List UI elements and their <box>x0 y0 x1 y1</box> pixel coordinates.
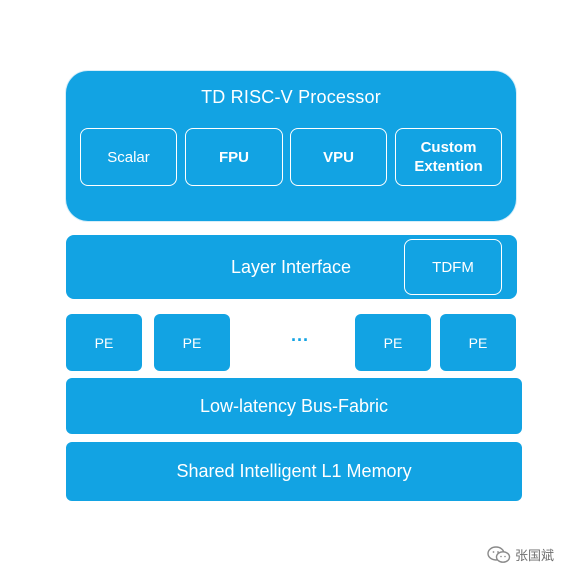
fpu-unit: FPU <box>185 128 283 186</box>
scalar-unit: Scalar <box>80 128 177 186</box>
processor-block: TD RISC-V Processor Scalar FPU VPU Custo… <box>66 71 516 221</box>
pe-block: PE <box>355 314 431 371</box>
vpu-unit: VPU <box>290 128 387 186</box>
watermark-text: 张国斌 <box>515 549 555 564</box>
layer-interface-label: Layer Interface <box>230 256 352 277</box>
watermark: 张国斌 <box>487 545 554 564</box>
shared-memory-block: Shared Intelligent L1 Memory <box>66 442 522 501</box>
tdfm-block: TDFM <box>404 239 502 295</box>
bus-fabric-block: Low-latency Bus-Fabric <box>66 378 522 434</box>
pe-block: PE <box>440 314 516 371</box>
pe-block: PE <box>66 314 142 371</box>
pe-ellipsis: ··· <box>291 330 309 350</box>
custom-extension-unit: Custom Extention <box>395 128 502 186</box>
processor-title: TD RISC-V Processor <box>201 87 381 107</box>
pe-block: PE <box>154 314 230 371</box>
layer-interface-block: Layer Interface TDFM <box>66 235 517 299</box>
wechat-icon <box>487 545 511 563</box>
custom-extension-label: Custom Extention <box>414 139 483 175</box>
